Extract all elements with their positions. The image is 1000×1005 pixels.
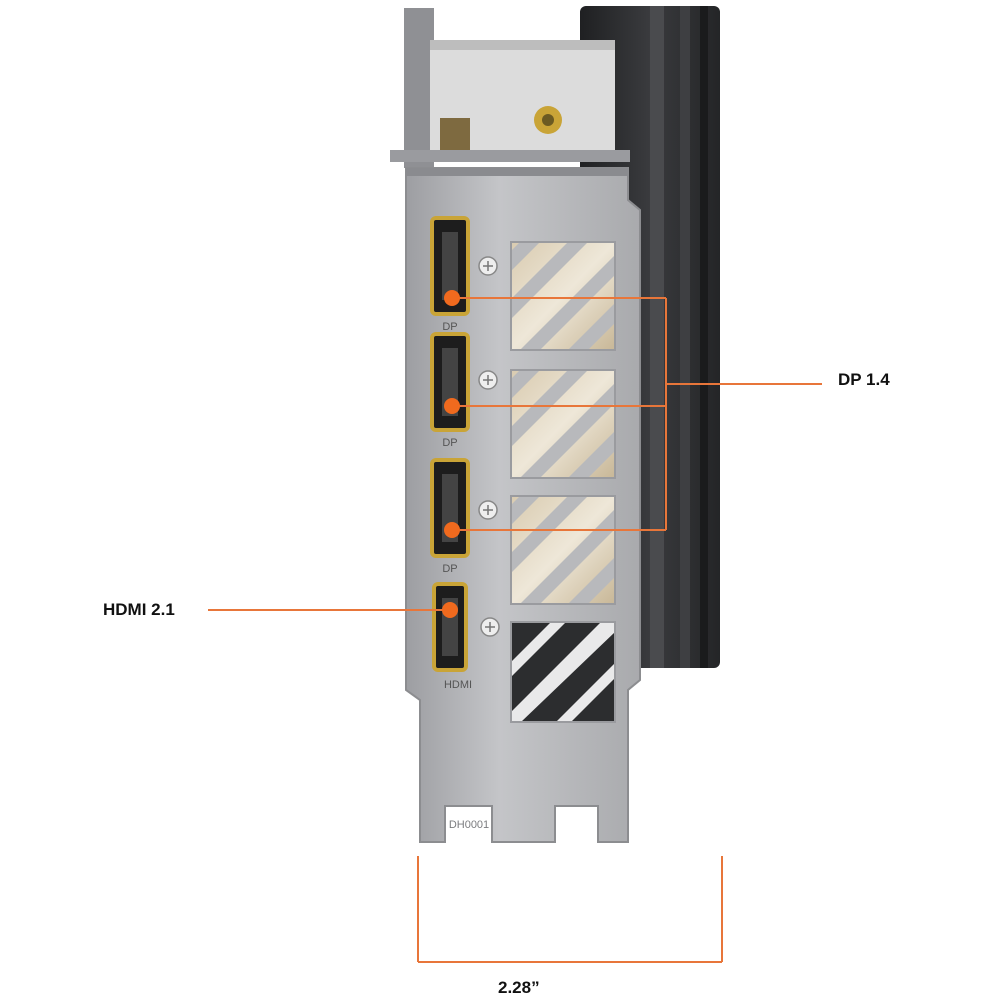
screw-icon <box>480 617 500 637</box>
hdmi-callout <box>208 602 458 618</box>
hdmi-port: HDMI <box>432 582 472 691</box>
bracket-screws <box>478 256 500 637</box>
hdmi-marking: HDMI <box>444 679 472 691</box>
displayport-1: DP <box>430 216 470 333</box>
hdmi-callout-label: HDMI 2.1 <box>103 600 175 619</box>
screw-icon <box>478 370 498 390</box>
width-dimension-label: 2.28” <box>498 978 540 997</box>
screw-icon <box>478 500 498 520</box>
displayport-2: DP <box>430 332 470 449</box>
dp-callout-dots <box>444 290 460 538</box>
vent-grille <box>510 241 616 723</box>
dp-callout-label: DP 1.4 <box>838 370 890 389</box>
width-dimension-bracket <box>417 856 723 963</box>
top-support-bracket <box>390 8 630 168</box>
dp-callout-lines <box>452 297 822 531</box>
dp-marking: DP <box>442 437 457 449</box>
dp-marking: DP <box>442 563 457 575</box>
displayport-3: DP <box>430 458 470 575</box>
part-code: DH0001 <box>449 819 489 831</box>
dp-marking: DP <box>442 321 457 333</box>
screw-icon <box>478 256 498 276</box>
